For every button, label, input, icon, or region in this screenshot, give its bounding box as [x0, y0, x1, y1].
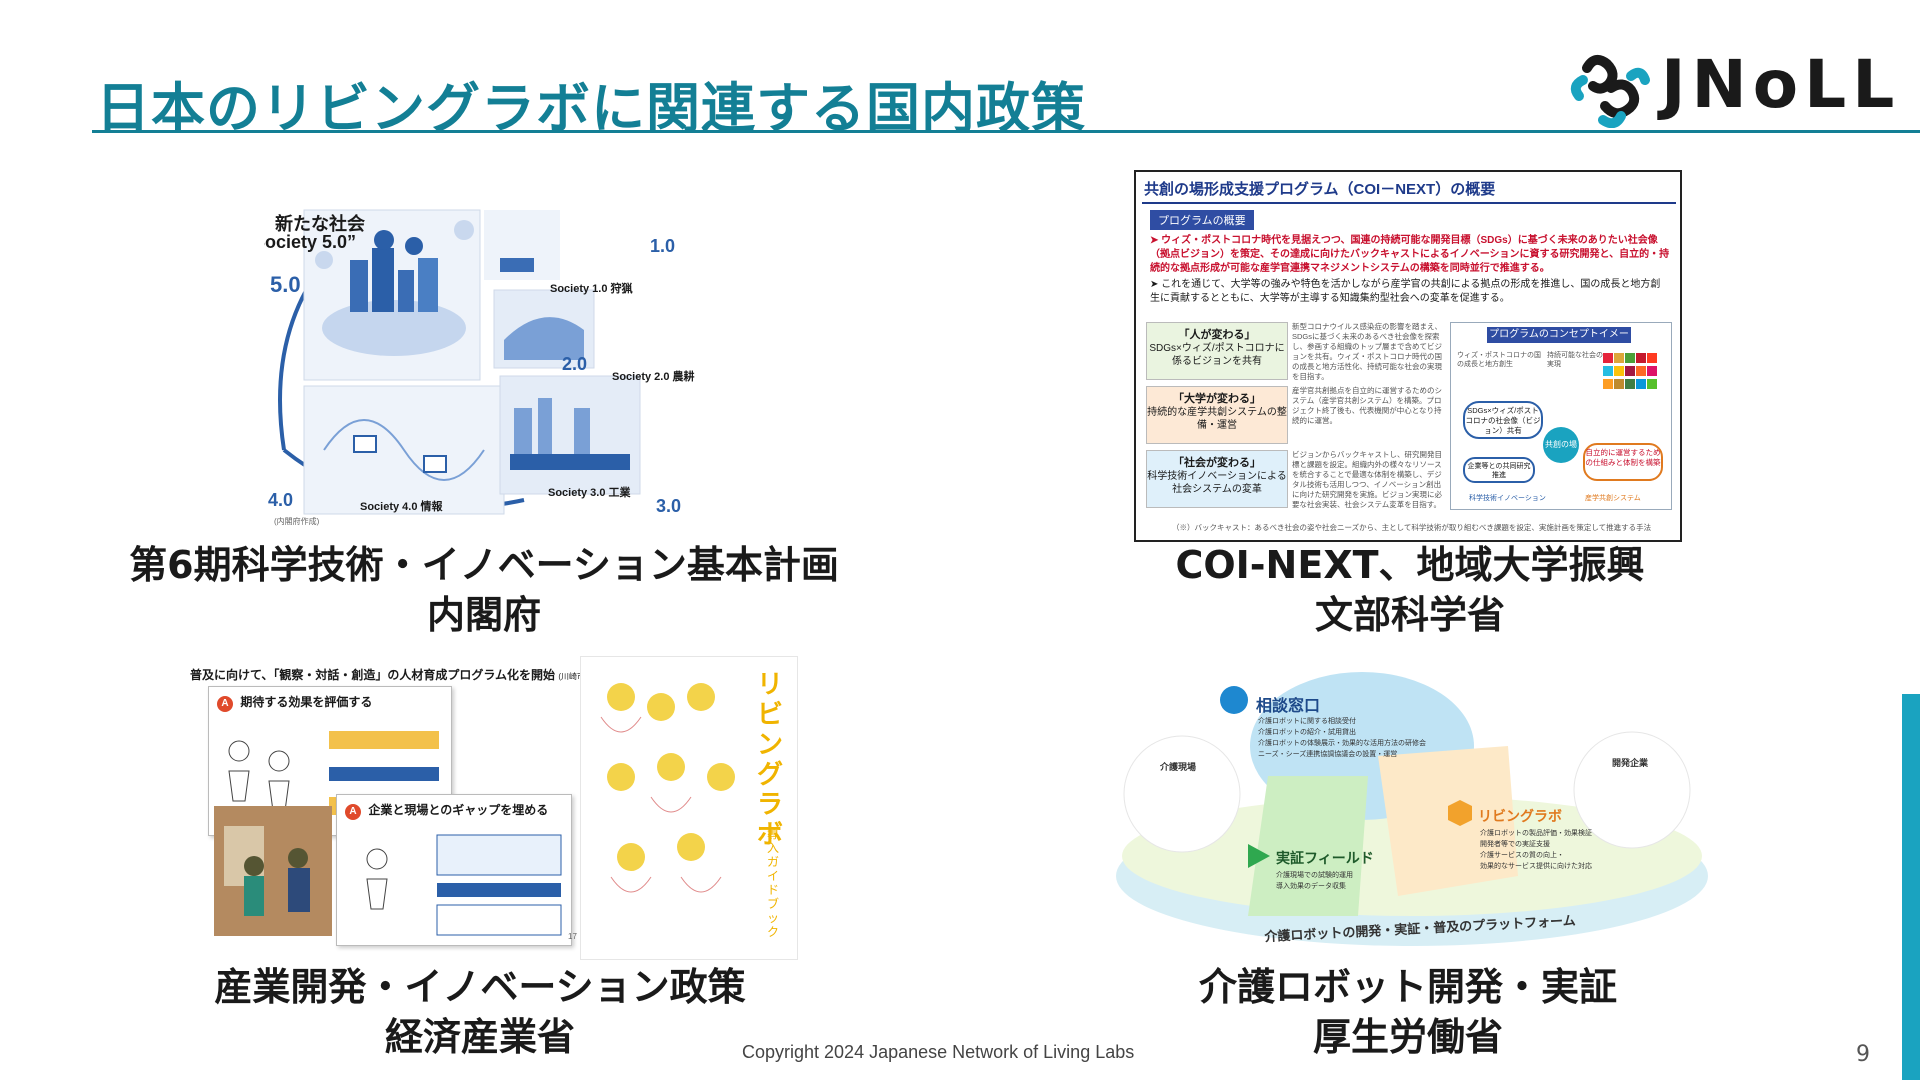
coi-box-society-body: 科学技術イノベーションによる社会システムの変革 [1147, 471, 1287, 495]
caption-line-2: 経済産業省 [384, 1015, 575, 1059]
jnoll-logo: JNoLL [1565, 46, 1920, 129]
coi-title-rule [1142, 202, 1676, 204]
society-4-number: 4.0 [268, 490, 294, 510]
mhlw-lab-line-1: 介護ロボットの製品評価・効果検証 [1480, 830, 1592, 837]
meti-living-lab-figure: 普及に向けて、「観察・対話・創造」の人材育成プログラム化を開始 (川崎市リビング… [180, 656, 798, 960]
meti-badge: A [217, 696, 233, 712]
caption-mhlw: 介護ロボット開発・実証 厚生労働省 [1108, 962, 1708, 1062]
mhlw-lab-line-4: 効果的なサービス提供に向けた対応 [1480, 863, 1592, 870]
meti-guidebook-cover: リビングラボ 導入ガイドブック [580, 656, 798, 960]
meti-page-mark: 17 [568, 932, 577, 941]
coi-title: 共創の場形成支援プログラム（COI－NEXT）の概要 [1144, 181, 1496, 198]
mhlw-lab-lines: 介護ロボットの製品評価・効果検証 開発者等での実証支援 介護サービスの質の向上・… [1480, 828, 1592, 872]
society-source: (内閣府作成) [274, 517, 320, 526]
mhlw-proof-line-2: 導入効果のデータ収集 [1276, 883, 1346, 890]
mhlw-lab-line-3: 介護サービスの質の向上・ [1480, 852, 1564, 859]
society-3-number: 3.0 [656, 496, 682, 516]
caption-line-1: 介護ロボット開発・実証 [1198, 965, 1617, 1009]
society-1-label: Society 1.0 狩猟 [550, 283, 633, 295]
title-divider [92, 130, 1920, 133]
mhlw-proof-lines: 介護現場での試験的運用 導入効果のデータ収集 [1276, 870, 1353, 892]
sdgs-icon-grid [1603, 353, 1667, 391]
meti-sketch-2 [366, 834, 562, 936]
coi-box-university: 「大学が変わる」 持続的な産学共創システムの整備・運営 [1146, 386, 1288, 444]
society-3-label: Society 3.0 工業 [548, 487, 631, 499]
caption-line-1: 第6期科学技術・イノベーション基本計画 [129, 543, 839, 587]
copyright-footer: Copyright 2024 Japanese Network of Livin… [742, 1042, 1135, 1062]
mhlw-consult-lines: 介護ロボットに関する相談受付 介護ロボットの紹介・試用貸出 介護ロボットの体験展… [1258, 716, 1426, 760]
caption-line-2: 内閣府 [426, 593, 541, 637]
caption-line-2: 文部科学省 [1314, 593, 1505, 637]
caption-mext: COI-NEXT、地域大学振興 文部科学省 [1080, 540, 1740, 640]
society-5-figure: 新たな社会 “Society 5.0” 5.0 1.0 Society 1.0 … [264, 200, 724, 528]
mhlw-proof-field: 実証フィールド [1276, 850, 1374, 866]
coi-concept-title: プログラムのコンセプトイメージ [1487, 327, 1631, 356]
meti-card-2-label: 企業と現場とのギャップを埋める [368, 803, 549, 817]
coi-concept-g: 科学技術イノベーション [1469, 495, 1546, 502]
logo-text: JNoLL [1661, 46, 1901, 123]
mhlw-consult-line-2: 介護ロボットの紹介・試用貸出 [1258, 729, 1356, 736]
mhlw-living-lab: リビングラボ [1478, 808, 1562, 824]
coi-concept-f: 自立的に運営するための仕組みと体制を構築 [1583, 443, 1663, 481]
page-number: 9 [1856, 1042, 1870, 1067]
coi-box-people: 「人が変わる」 SDGs×ウィズ/ポストコロナに係るビジョンを共有 [1146, 322, 1288, 380]
meti-photo [214, 806, 332, 936]
meti-card-2-title: A 企業と現場とのギャップを埋める [345, 801, 548, 820]
coi-box-people-head: 「人が変わる」 [1178, 329, 1256, 341]
caption-meti: 産業開発・イノベーション政策 経済産業省 [180, 962, 780, 1062]
coi-next-overview: 共創の場形成支援プログラム（COI－NEXT）の概要 プログラムの概要 ➤ ウィ… [1134, 170, 1682, 542]
coi-concept-d: 共創の場 [1543, 427, 1579, 463]
coi-box-society-head: 「社会が変わる」 [1173, 457, 1261, 469]
coi-body: ➤ ウィズ・ポストコロナ時代を見据えつつ、国連の持続可能な開発目標（SDGs）に… [1150, 234, 1670, 306]
meti-vertical-sub: 導入ガイドブック [767, 827, 780, 939]
caption-cabinet-office: 第6期科学技術・イノベーション基本計画 内閣府 [100, 540, 868, 640]
meti-card-1-label: 期待する効果を評価する [240, 695, 373, 709]
coi-concept-c: SDGs×ウィズ/ポストコロナの社会像（ビジョン）共有 [1463, 401, 1543, 439]
mhlw-consult: 相談窓口 [1256, 698, 1321, 715]
meti-vertical-title: リビングラボ [757, 669, 784, 849]
coi-box-society: 「社会が変わる」 科学技術イノベーションによる社会システムの変革 [1146, 450, 1288, 508]
coi-mid-2: 産学官共創拠点を自立的に運営するためのシステム（産学官共創システム）を構築。プロ… [1292, 386, 1442, 425]
mhlw-proof-line-1: 介護現場での試験的運用 [1276, 872, 1353, 879]
caption-line-2: 厚生労働省 [1312, 1015, 1503, 1059]
society-4-label: Society 4.0 情報 [360, 501, 443, 513]
meti-badge-2: A [345, 804, 361, 820]
page-title: 日本のリビングラボに関連する国内政策 [96, 77, 1086, 140]
coi-box-university-head: 「大学が変わる」 [1173, 393, 1261, 405]
society-heading-1: 新たな社会 [275, 214, 365, 234]
society-1-number: 1.0 [650, 236, 676, 256]
caption-line-1: 産業開発・イノベーション政策 [214, 965, 746, 1009]
mhlw-consult-line-4: ニーズ・シーズ連携協調協議会の設置・運営 [1258, 751, 1398, 758]
meti-card-1-title: A 期待する効果を評価する [217, 693, 372, 712]
mhlw-lab-line-2: 開発者等での実証支援 [1480, 841, 1550, 848]
meti-heading: 普及に向けて、「観察・対話・創造」の人材育成プログラム化を開始 (川崎市リビング… [190, 666, 644, 683]
right-accent-bar [1902, 694, 1920, 1080]
coi-bullet-1: ➤ ウィズ・ポストコロナ時代を見据えつつ、国連の持続可能な開発目標（SDGs）に… [1150, 235, 1670, 274]
coi-footnote: （※）バックキャスト：あるべき社会の姿や社会ニーズから、主として科学技術が取り組… [1172, 523, 1652, 532]
society-5-label: 5.0 [270, 272, 301, 297]
coi-mid-3: ビジョンからバックキャストし、研究開発目標と課題を設定。組織内外の様々なリソース… [1292, 450, 1442, 509]
meti-heading-text: 普及に向けて、「観察・対話・創造」の人材育成プログラム化を開始 [190, 668, 556, 682]
coi-bullet-2: ➤ これを通じて、大学等の強みや特色を活かしながら産学官の共創による拠点の形成を… [1150, 279, 1661, 304]
mhlw-consult-line-3: 介護ロボットの体験展示・効果的な活用方法の研修会 [1258, 740, 1426, 747]
mhlw-field-right: 開発企業 [1612, 758, 1649, 768]
coi-tag: プログラムの概要 [1150, 210, 1254, 230]
coi-concept-image: プログラムのコンセプトイメージ ウィズ・ポストコロナの国の成長と地方創生 持続可… [1450, 322, 1672, 510]
logo-mark-icon [1570, 54, 1650, 129]
society-2-label: Society 2.0 農耕 [612, 371, 695, 383]
coi-concept-a: ウィズ・ポストコロナの国の成長と地方創生 [1457, 352, 1541, 368]
coi-concept-e: 企業等との共同研究推進 [1463, 457, 1535, 483]
coi-box-people-body: SDGs×ウィズ/ポストコロナに係るビジョンを共有 [1149, 343, 1285, 367]
society-2-number: 2.0 [562, 354, 588, 374]
society-heading-2: “Society 5.0” [264, 232, 357, 252]
mhlw-consult-line-1: 介護ロボットに関する相談受付 [1258, 718, 1356, 725]
coi-concept-b: 持続可能な社会の実現 [1547, 352, 1603, 368]
coi-mid-1: 新型コロナウイルス感染症の影響を踏まえ、SDGsに基づく未来のあるべき社会像を探… [1292, 322, 1442, 381]
mhlw-field-left: 介護現場 [1160, 762, 1197, 772]
meti-card-2: A 企業と現場とのギャップを埋める [336, 794, 572, 946]
mhlw-care-robot-figure: 相談窓口 介護ロボットに関する相談受付 介護ロボットの紹介・試用貸出 介護ロボッ… [1108, 656, 1716, 956]
coi-box-university-body: 持続的な産学共創システムの整備・運営 [1147, 407, 1287, 431]
coi-concept-h: 産学共創システム [1585, 495, 1641, 502]
caption-line-1: COI-NEXT、地域大学振興 [1175, 543, 1645, 587]
